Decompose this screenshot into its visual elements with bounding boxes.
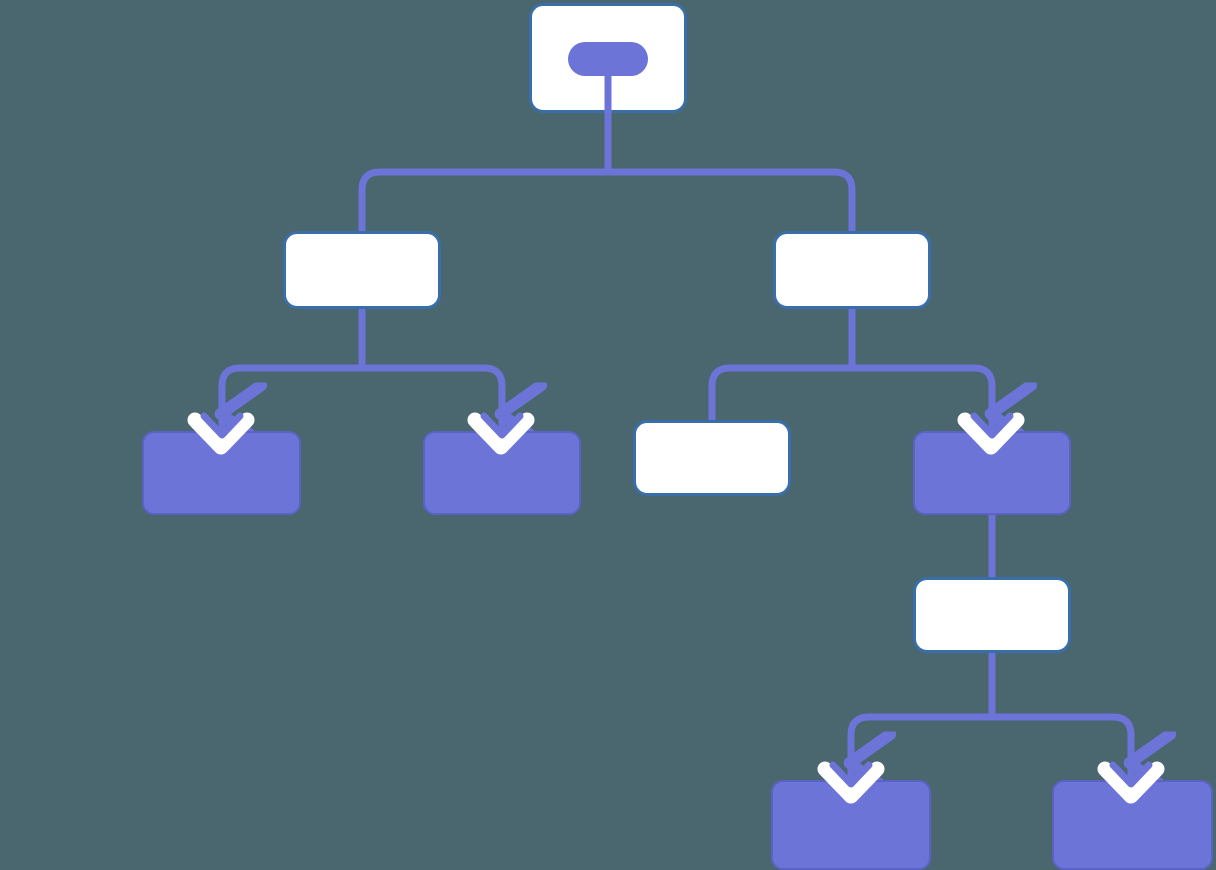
node-l4-a[interactable] (913, 577, 1071, 653)
node-l4-a-label (916, 580, 1068, 650)
node-l5-a[interactable] (771, 780, 931, 870)
node-l3-c-label (636, 423, 788, 493)
node-l2-left-label (286, 234, 438, 306)
node-l5-b-label (1054, 782, 1211, 868)
edge-l2-right-to-l3-c (708, 364, 852, 422)
node-l5-b[interactable] (1052, 780, 1213, 870)
edge-l2-left-to-l3-b (362, 364, 502, 414)
edge-root-to-l2-left (358, 168, 608, 309)
node-root[interactable] (529, 3, 687, 113)
node-root-label (532, 6, 684, 110)
node-l3-d[interactable] (913, 431, 1071, 515)
node-l2-left[interactable] (283, 231, 441, 309)
node-l2-right-label (776, 234, 928, 306)
edge-l4-a-to-l5-b (992, 713, 1131, 763)
node-l3-a[interactable] (142, 431, 301, 515)
node-l3-d-label (915, 433, 1069, 513)
node-l3-b-label (425, 433, 579, 513)
node-l3-c[interactable] (633, 420, 791, 496)
node-l3-a-label (144, 433, 299, 513)
node-l3-b[interactable] (423, 431, 581, 515)
edge-l4-a-to-l5-a (851, 713, 992, 763)
edge-l2-left-to-l3-a (222, 364, 362, 414)
edge-l2-right-to-l3-d (852, 364, 992, 414)
node-l5-a-label (773, 782, 929, 868)
edge-root-to-l2-right (608, 168, 856, 309)
node-l2-right[interactable] (773, 231, 931, 309)
